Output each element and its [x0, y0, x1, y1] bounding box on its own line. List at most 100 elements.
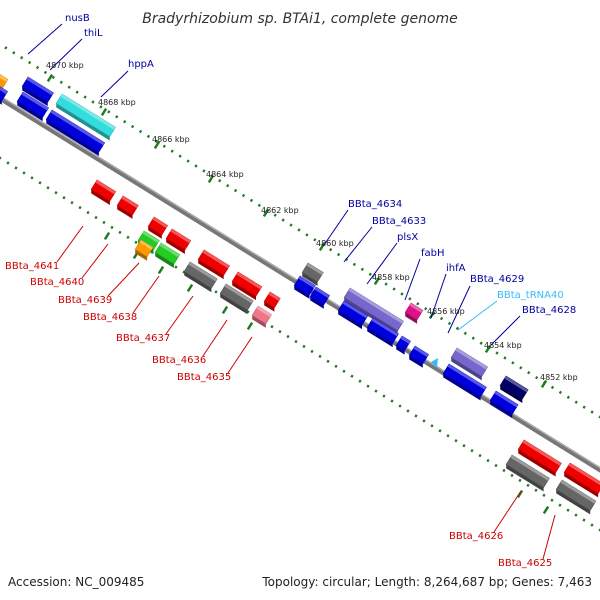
gene-label-forward: hppA: [128, 59, 154, 70]
tick-dot: [471, 336, 475, 340]
gene-forward: [55, 93, 116, 141]
gene-side: [338, 310, 363, 330]
major-tick: [103, 231, 111, 241]
gene-face: [197, 249, 230, 276]
gene-face: [517, 439, 562, 473]
gene-reverse: [90, 179, 117, 205]
major-tick: [516, 489, 524, 499]
tick-dot: [424, 307, 428, 311]
gene-side: [451, 357, 482, 381]
tick-dot: [194, 164, 198, 168]
major-tick: [100, 107, 108, 117]
gene-label-forward: plsX: [397, 232, 418, 243]
tick-dot: [0, 156, 2, 160]
leader-line: [404, 258, 421, 301]
gene-forward: [489, 390, 519, 419]
gene-forward: [309, 286, 331, 309]
tick-dot: [486, 458, 490, 463]
gene-reverse: [134, 239, 154, 261]
gene-face: [137, 230, 160, 251]
kbp-label: 4856 kbp: [427, 307, 465, 316]
gene-label-forward: BBta_4634: [348, 199, 402, 210]
tick-dot: [162, 144, 166, 148]
gene-face: [366, 317, 399, 344]
gene-side: [564, 472, 599, 498]
tick-dot: [574, 400, 578, 404]
gene-label-forward: BBta_4629: [470, 274, 524, 285]
leader-line: [165, 295, 194, 335]
gene-side: [302, 272, 318, 286]
major-tick: [318, 242, 326, 252]
leader-line: [56, 225, 84, 263]
gene-label-reverse: BBta_4637: [116, 333, 170, 344]
gene-side: [148, 226, 162, 239]
tick-dot: [118, 230, 122, 235]
tick-dot: [422, 419, 426, 423]
tick-dot: [318, 354, 322, 359]
gene-side: [22, 86, 48, 107]
tick-dot: [202, 169, 206, 173]
tick-dot: [510, 473, 514, 478]
tick-dot: [146, 134, 151, 139]
gene-reverse: [165, 228, 192, 254]
tick-dot: [398, 404, 402, 408]
tick-dot: [334, 364, 338, 369]
tick-dot: [558, 503, 562, 507]
gene-highlight: [371, 318, 399, 337]
tick-dot: [115, 115, 119, 119]
kbp-label: 4862 kbp: [261, 206, 299, 215]
tick-dot: [352, 262, 357, 267]
tick-dot: [408, 297, 412, 301]
gene-highlight: [0, 86, 8, 94]
tick-dot: [414, 414, 418, 418]
gene-label-trna: BBta_tRNA40: [497, 290, 564, 301]
tick-dot: [46, 186, 50, 190]
gene-side: [46, 119, 99, 157]
tick-dot: [91, 100, 95, 104]
tick-dot: [6, 161, 10, 165]
gene-forward: [337, 300, 369, 330]
gene-highlight: [60, 94, 116, 130]
tick-dot: [154, 139, 158, 144]
gene-side: [17, 101, 43, 122]
gene-face: [154, 242, 181, 265]
kbp-labels: 4870 kbp 4868 kbp 4866 kbp 4864 kbp 4862…: [46, 61, 578, 382]
gene-label-forward: BBta_4628: [522, 305, 576, 316]
leader-line: [227, 336, 253, 374]
leader-line: [81, 243, 109, 279]
tick-dot: [582, 518, 586, 522]
tick-dot: [246, 310, 250, 314]
tick-dot: [62, 195, 66, 200]
leader-line: [49, 38, 83, 71]
gene-highlight: [560, 480, 596, 504]
tick-dot: [12, 51, 16, 55]
gene-label-forward: ihfA: [446, 263, 466, 274]
tick-dot: [286, 334, 290, 339]
gene-side: [490, 400, 513, 419]
gene-side: [232, 281, 257, 301]
tick-dot: [503, 356, 507, 360]
tick-dot: [99, 105, 103, 109]
tick-dot: [590, 523, 594, 527]
tick-dot: [336, 252, 341, 257]
gene-label-reverse: BBta_4640: [30, 277, 84, 288]
tick-dot: [178, 154, 182, 158]
gene-highlight: [0, 74, 8, 82]
gene-highlight: [236, 272, 262, 290]
gene-highlight: [121, 196, 139, 209]
tick-dot: [297, 228, 301, 232]
gene-reverse: [154, 242, 181, 268]
tick-dot: [102, 220, 106, 225]
tick-dot: [270, 324, 274, 329]
gene-highlight: [224, 284, 254, 304]
gene-reverse: [147, 216, 169, 239]
leader-line: [343, 226, 373, 263]
major-tick: [540, 379, 548, 389]
tick-dot: [78, 205, 82, 210]
gene-label-forward: fabH: [421, 248, 445, 259]
gene-highlight: [306, 263, 324, 276]
gene-reverse: [219, 283, 254, 315]
gene-side: [91, 189, 110, 205]
gene-label-reverse: BBta_4625: [498, 558, 552, 569]
gene-reverse: [563, 462, 600, 498]
